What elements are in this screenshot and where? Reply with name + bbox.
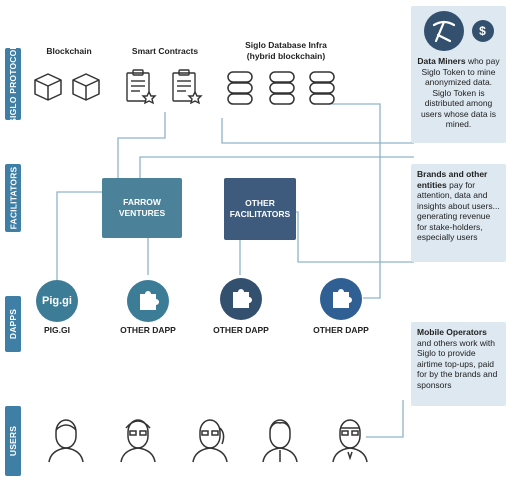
miners-text: who pay Siglo Token to mine anonymized d… xyxy=(420,56,500,129)
blockchain-label: Blockchain xyxy=(46,46,92,56)
puzzle-piece-icon xyxy=(140,291,159,310)
farrow-line2: VENTURES xyxy=(118,208,166,218)
layer-tab-facilitators: FACILITATORS xyxy=(5,164,21,232)
piggi-logo-text: Pig.gi xyxy=(42,295,72,307)
puzzle-piece-icon xyxy=(333,289,352,308)
other-dapp-label-1: OTHER DAPP xyxy=(120,325,176,335)
layer-label: DAPPS xyxy=(8,308,19,340)
user-avatar-icon xyxy=(262,419,298,463)
mobile-text: and others work with Siglo to provide ai… xyxy=(417,337,498,390)
layer-tab-users: USERS xyxy=(5,406,21,476)
cube-icon xyxy=(34,73,62,101)
brands-title: Brands and other entities xyxy=(417,169,488,190)
puzzle-piece-icon xyxy=(233,289,252,308)
database-icon xyxy=(309,71,335,105)
layer-tab-protocol: SIGLO PROTOCOL xyxy=(5,44,21,124)
dapp-circle xyxy=(320,278,362,320)
layer-label: FACILITATORS xyxy=(8,166,18,230)
layer-tab-dapps: DAPPS xyxy=(5,296,21,352)
database-icon xyxy=(269,71,295,105)
siglo-db-label: Siglo Database Infra xyxy=(245,40,327,50)
piggi-logo: Pig.gi xyxy=(36,280,78,322)
user-avatar-icon xyxy=(332,419,368,463)
dapp-circle xyxy=(127,280,169,322)
cube-icon xyxy=(72,73,100,101)
other-dapp-label-3: OTHER DAPP xyxy=(313,325,369,335)
brands-panel: Brands and other entities pay for attent… xyxy=(411,164,506,262)
siglo-db-sublabel: (hybrid blockchain) xyxy=(246,51,326,61)
database-icon xyxy=(227,71,253,105)
brands-text: pay for attention, data and insights abo… xyxy=(417,179,500,243)
dollar-coin-icon: $ xyxy=(471,20,494,42)
other-fac-line1: OTHER xyxy=(245,198,275,208)
user-avatar-icon xyxy=(48,419,84,463)
mobile-title: Mobile Operators xyxy=(417,327,487,337)
pickaxe-icon xyxy=(423,11,464,51)
mobile-operators-panel: Mobile Operators and others work with Si… xyxy=(411,322,506,406)
smart-contracts-label: Smart Contracts xyxy=(131,46,199,56)
other-fac-line2: FACILITATORS xyxy=(229,209,291,219)
clipboard-star-icon xyxy=(172,69,203,105)
data-miners-panel: $ Data Miners who pay Siglo Token to min… xyxy=(411,6,506,143)
clipboard-star-icon xyxy=(126,69,157,105)
layer-label: SIGLO PROTOCOL xyxy=(8,44,18,124)
layer-label: USERS xyxy=(8,425,19,457)
dapp-circle xyxy=(220,278,262,320)
farrow-line1: FARROW xyxy=(123,197,161,207)
other-dapp-label-2: OTHER DAPP xyxy=(213,325,269,335)
piggi-label: PIG.GI xyxy=(44,325,70,335)
user-avatar-icon xyxy=(120,419,156,463)
miners-title: Data Miners xyxy=(417,56,466,66)
user-avatar-icon xyxy=(192,419,228,463)
